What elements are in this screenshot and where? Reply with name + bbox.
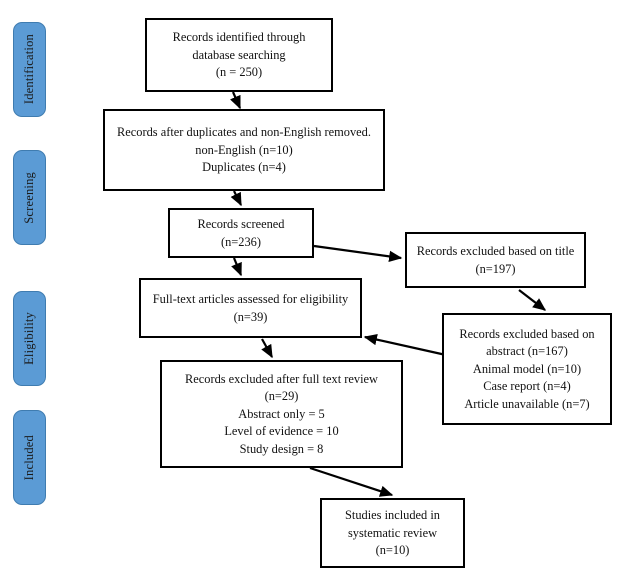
box-line: Records identified through — [172, 30, 306, 45]
box-line: Records excluded based on title — [416, 244, 575, 259]
box-records-identified[interactable]: Records identified through database sear… — [145, 18, 333, 92]
stage-tab-screening[interactable]: Screening — [13, 150, 46, 245]
box-line: Records excluded based on — [459, 326, 595, 341]
box-line: systematic review — [347, 525, 438, 540]
box-line: Article unavailable (n=7) — [464, 396, 590, 411]
box-line: Case report (n=4) — [483, 379, 571, 394]
arrow-excluded-abstract-to-full-text — [363, 333, 447, 357]
box-records-after-duplicates[interactable]: Records after duplicates and non-English… — [103, 109, 385, 191]
box-studies-included[interactable]: Studies included in systematic review (n… — [320, 498, 465, 568]
stage-tab-label: Identification — [22, 34, 36, 105]
stage-tab-eligibility[interactable]: Eligibility — [13, 291, 46, 386]
stage-tab-included[interactable]: Included — [13, 410, 46, 505]
box-line: Records screened — [197, 217, 285, 232]
box-line: Animal model (n=10) — [472, 361, 582, 376]
arrow-identified-to-after-duplicates — [229, 91, 242, 110]
arrow-after-duplicates-to-screened — [230, 190, 242, 207]
box-line: Records excluded after full text review — [184, 371, 378, 386]
arrow-screened-to-full-text — [231, 257, 243, 277]
box-records-excluded-full-text[interactable]: Records excluded after full text review … — [160, 360, 403, 468]
box-full-text-assessed[interactable]: Full-text articles assessed for eligibil… — [139, 278, 362, 338]
arrow-excluded-title-to-excluded-abstract — [518, 289, 547, 311]
arrow-excluded-full-text-to-included — [309, 466, 394, 497]
box-line: (n=29) — [264, 389, 299, 404]
box-line: Full-text articles assessed for eligibil… — [152, 292, 349, 307]
box-line: (n=10) — [375, 543, 410, 558]
box-line: non-English (n=10) — [195, 142, 293, 157]
box-line: Abstract only = 5 — [238, 406, 325, 421]
box-line: Level of evidence = 10 — [224, 424, 339, 439]
box-line: (n=236) — [220, 234, 262, 249]
box-line: database searching — [192, 47, 286, 62]
arrow-full-text-to-excluded-full-text — [261, 338, 273, 359]
box-line: Studies included in — [345, 508, 440, 523]
stage-tab-label: Screening — [22, 171, 36, 224]
box-line: Records after duplicates and non-English… — [117, 125, 371, 140]
box-line: Study design = 8 — [239, 441, 324, 456]
stage-tab-label: Eligibility — [22, 312, 36, 365]
box-line: (n=197) — [475, 261, 516, 276]
box-line: (n=39) — [233, 309, 268, 324]
box-records-screened[interactable]: Records screened (n=236) — [168, 208, 314, 258]
box-records-excluded-abstract[interactable]: Records excluded based on abstract (n=16… — [442, 313, 612, 425]
stage-tab-identification[interactable]: Identification — [13, 22, 46, 117]
box-line: (n = 250) — [215, 65, 263, 80]
arrow-screened-to-excluded-title — [313, 244, 403, 263]
stage-tab-label: Included — [22, 434, 36, 481]
box-records-excluded-title[interactable]: Records excluded based on title (n=197) — [405, 232, 586, 288]
box-line: abstract (n=167) — [486, 344, 568, 359]
box-line: Duplicates (n=4) — [202, 160, 286, 175]
